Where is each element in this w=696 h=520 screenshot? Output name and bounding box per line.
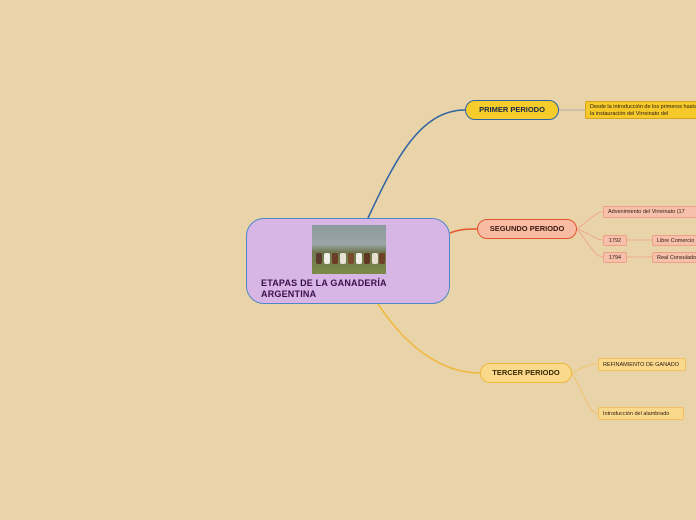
- link-central-tercer: [378, 304, 480, 373]
- link-segundo-1794: [577, 229, 603, 257]
- topic-refinamiento-ganado[interactable]: REFINAMIENTO DE GANADO: [598, 358, 686, 371]
- link-tercer-refinamiento: [572, 364, 598, 373]
- topic-advenimiento-virreinato[interactable]: Advenimiento del Virreinato (17: [603, 206, 696, 218]
- topic-desde-introduccion[interactable]: Desde la introducción de los primeros ha…: [585, 101, 696, 119]
- link-tercer-alambrado: [572, 373, 598, 413]
- branch-segundo-periodo[interactable]: SEGUNDO PERIODO: [477, 219, 577, 239]
- topic-introduccion-alambrado[interactable]: Introducción del alambrado: [598, 407, 684, 420]
- topic-1792[interactable]: 1792: [603, 235, 627, 246]
- topic-desde-introduccion-label: Desde la introducción de los primeros ha…: [590, 104, 696, 117]
- branch-tercer-periodo[interactable]: TERCER PERIODO: [480, 363, 572, 383]
- link-central-segundo: [450, 229, 477, 233]
- topic-libre-comercio[interactable]: Libre Comercio: [652, 235, 696, 246]
- cattle-photo: [312, 225, 386, 274]
- branch-primer-periodo[interactable]: PRIMER PERIODO: [465, 100, 559, 120]
- topic-1794[interactable]: 1794: [603, 252, 627, 263]
- topic-real-consulado[interactable]: Real Consulado: [652, 252, 696, 263]
- link-central-primer: [368, 110, 465, 218]
- central-topic[interactable]: ETAPAS DE LA GANADERÍA ARGENTINA: [246, 218, 450, 304]
- central-title: ETAPAS DE LA GANADERÍA ARGENTINA: [261, 278, 441, 300]
- link-segundo-advenimiento: [577, 212, 603, 229]
